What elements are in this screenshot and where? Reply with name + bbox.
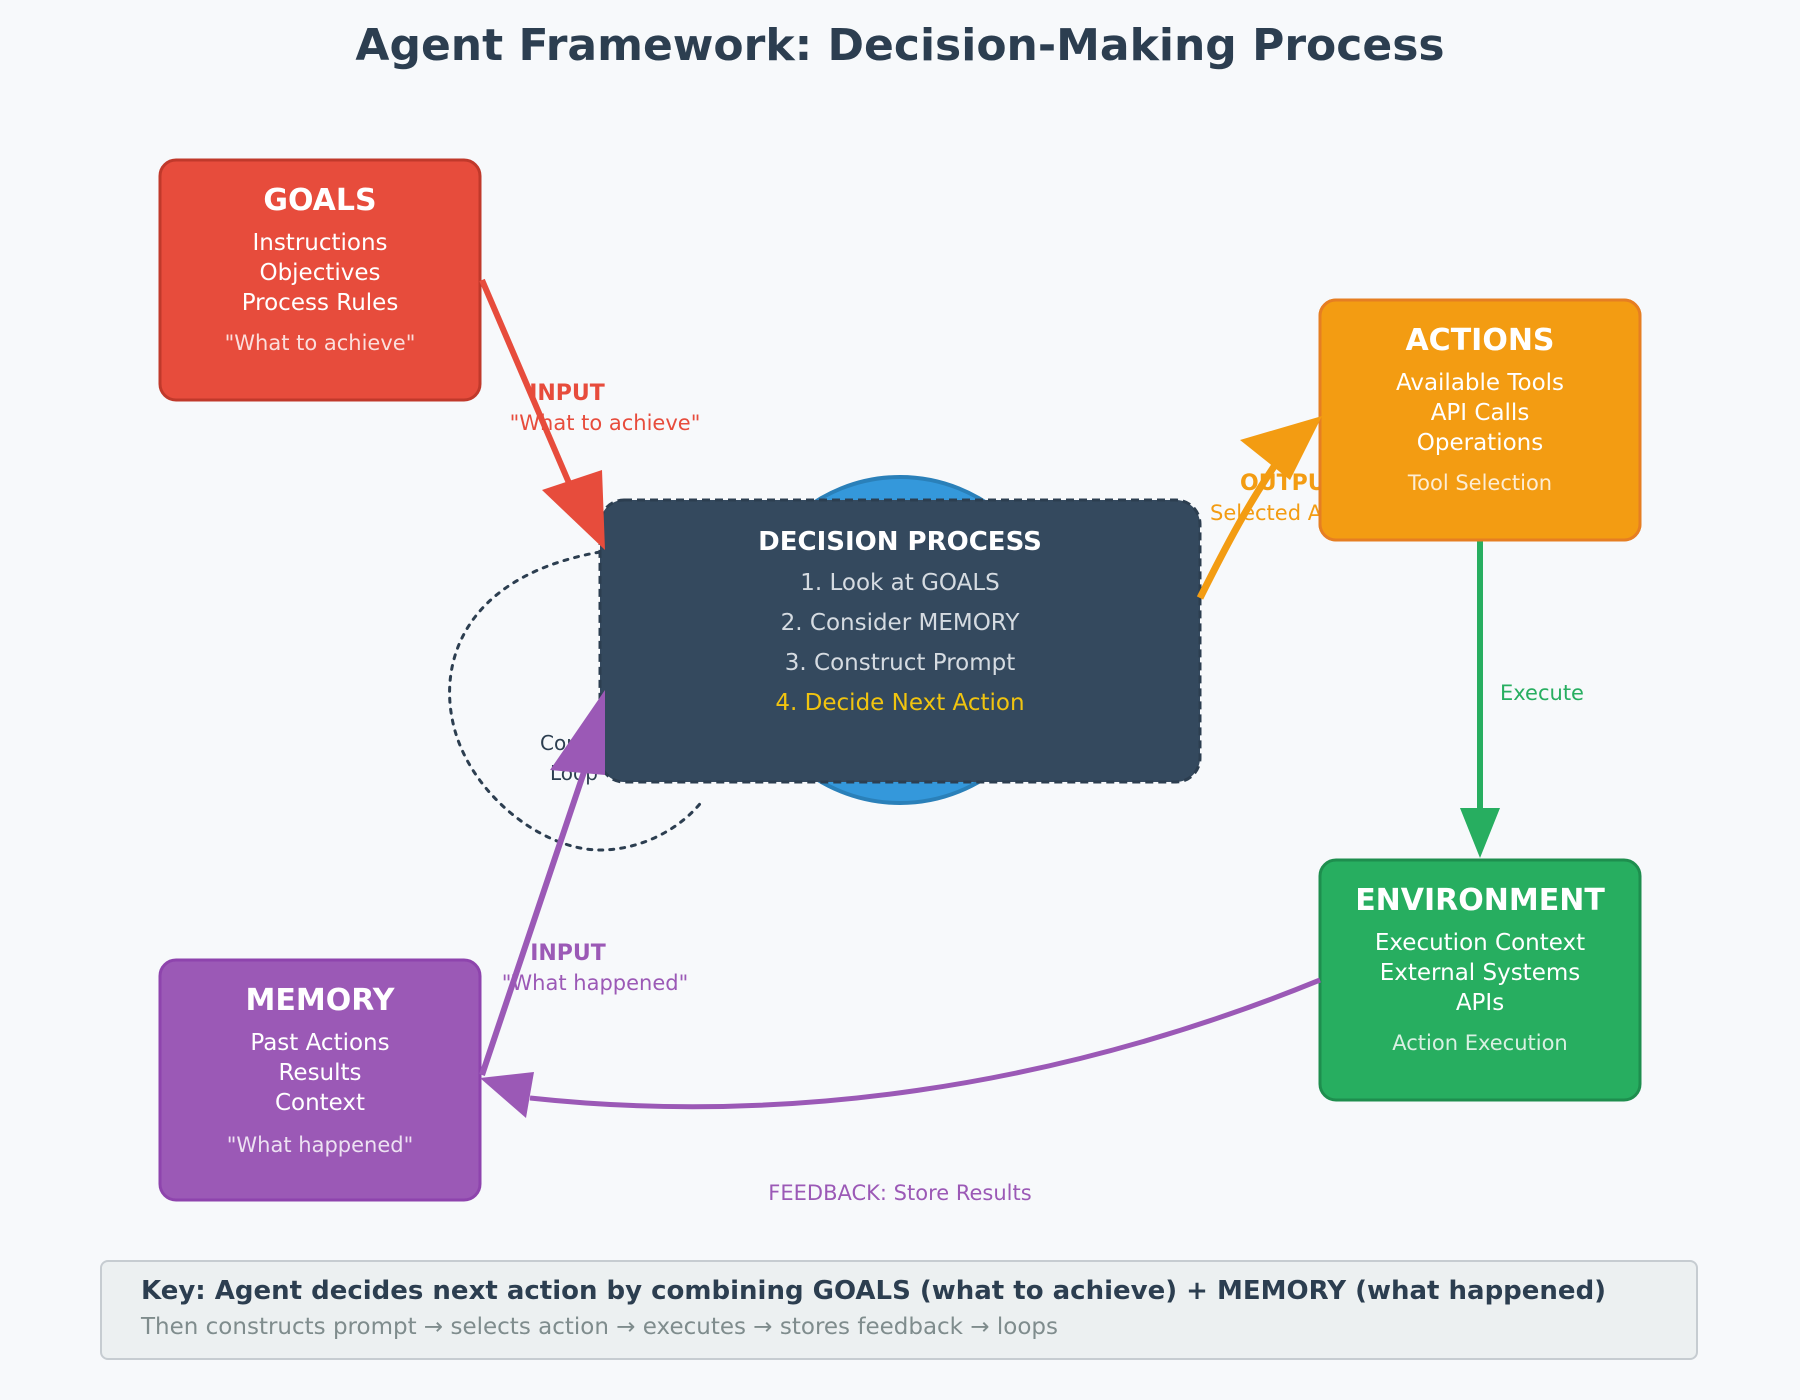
page-title: Agent Framework: Decision-Making Process	[355, 20, 1444, 71]
output-arrow-head	[1240, 416, 1322, 480]
memory-node[interactable]: MEMORY Past Actions Results Context "Wha…	[158, 958, 482, 1202]
memory-input-edge: INPUT "What happened"	[479, 690, 689, 1076]
memory-input-label: INPUT	[530, 941, 606, 966]
decision-step-3: 3. Construct Prompt	[785, 650, 1015, 676]
goals-input-sublabel: "What to achieve"	[510, 411, 701, 435]
goals-input-arrow-head	[542, 470, 605, 550]
environment-line-3: APIs	[1456, 990, 1504, 1016]
actions-title-overlay: ACTIONS	[1405, 323, 1554, 358]
feedback-label: FEEDBACK: Store Results	[768, 1181, 1031, 1205]
memory-input-arrow-line	[479, 759, 591, 1076]
memory-input-arrow-head	[550, 690, 605, 775]
output-edge	[1196, 416, 1322, 600]
decision-step-2: 2. Consider MEMORY	[781, 610, 1021, 636]
actions-line-1-overlay: Available Tools	[1396, 370, 1564, 396]
memory-box	[158, 958, 482, 1202]
decision-process-box	[598, 498, 1202, 784]
environment-note: Action Execution	[1392, 1031, 1568, 1055]
goals-title: GOALS	[263, 183, 376, 218]
actions-note-overlay: Tool Selection	[1407, 471, 1552, 495]
goals-note: "What to achieve"	[225, 331, 416, 355]
environment-line-1: Execution Context	[1375, 930, 1585, 956]
goals-input-label: INPUT	[529, 381, 605, 406]
output-arrow-path	[1196, 452, 1285, 600]
decision-step-1: 1. Look at GOALS	[800, 570, 1000, 596]
continue-loop-path	[448, 550, 705, 852]
key-box: Key: Agent decides next action by combin…	[100, 1260, 1698, 1360]
memory-note: "What happened"	[227, 1133, 414, 1157]
feedback-arrow-head	[480, 1072, 534, 1118]
actions-line-3-overlay: Operations	[1417, 430, 1543, 456]
memory-input-sublabel: "What happened"	[502, 971, 689, 995]
environment-title: ENVIRONMENT	[1355, 883, 1605, 918]
decision-process-node[interactable]: DECISION PROCESS 1. Look at GOALS 2. Con…	[598, 498, 1202, 784]
goals-input-edge: INPUT "What to achieve"	[479, 278, 701, 550]
goals-line-3: Process Rules	[242, 290, 399, 316]
goals-node[interactable]: GOALS Instructions Objectives Process Ru…	[158, 158, 482, 402]
decision-process-title: DECISION PROCESS	[758, 527, 1042, 557]
decision-step-4: 4. Decide Next Action	[775, 690, 1024, 716]
goals-input-arrow-line	[479, 278, 578, 499]
memory-line-1: Past Actions	[250, 1030, 389, 1056]
goals-line-1: Instructions	[252, 230, 387, 256]
environment-line-2: External Systems	[1380, 960, 1581, 986]
actions-line-2-overlay: API Calls	[1431, 400, 1530, 426]
goals-box	[158, 158, 482, 402]
goals-line-2: Objectives	[259, 260, 380, 286]
memory-line-2: Results	[278, 1060, 361, 1086]
feedback-arrow-path	[529, 977, 1321, 1110]
execute-edge: Execute	[1460, 540, 1584, 858]
execute-arrow-head	[1460, 808, 1500, 858]
key-description: Then constructs prompt → selects action …	[141, 1314, 1059, 1340]
key-title: Key: Agent decides next action by combin…	[141, 1276, 1607, 1306]
memory-line-3: Context	[275, 1090, 365, 1116]
environment-node[interactable]: ENVIRONMENT Execution Context External S…	[1318, 858, 1642, 1102]
execute-label: Execute	[1500, 681, 1584, 705]
memory-title: MEMORY	[246, 983, 396, 1018]
feedback-edge: FEEDBACK: Store Results	[480, 977, 1321, 1205]
